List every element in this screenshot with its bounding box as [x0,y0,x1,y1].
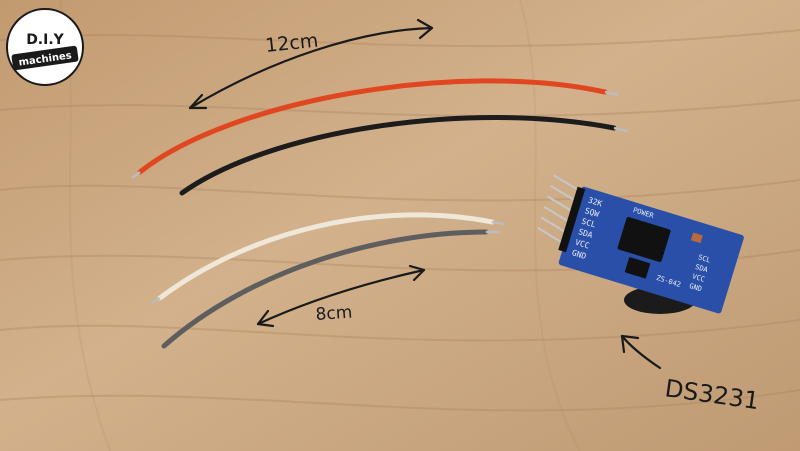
arrow-12cm [188,18,434,110]
right-pin-label-gnd: GND [688,282,702,293]
arrow-module [620,334,662,370]
ds3231-module: 32K SQW SCL SDA VCC GND POWER ZS-042 SCL… [537,174,744,314]
logo-top-text: D.I.Y [26,32,64,48]
wire-black [179,115,629,196]
main-chip [617,217,671,262]
diy-machines-logo: D.I.Y machines [6,8,84,86]
pin-label-sqw: SQW [584,206,601,219]
wire-white [151,212,505,305]
pin-label-32k: 32K [587,196,604,209]
right-pin-label-sda: SDA [694,263,709,275]
wire-red [131,78,619,179]
pin-label-sda: SDA [577,227,594,240]
right-pin-label-scl: SCL [697,253,711,264]
right-pin-label-vcc: VCC [691,272,705,283]
eeprom-chip [624,257,651,279]
pin-label-scl: SCL [580,217,597,230]
arrow-8cm [256,264,426,328]
label-8cm: 8cm [315,302,353,325]
wire-grey [161,229,500,349]
pin-label-vcc: VCC [574,238,591,251]
power-led [690,232,703,244]
pin-label-gnd: GND [571,248,588,261]
